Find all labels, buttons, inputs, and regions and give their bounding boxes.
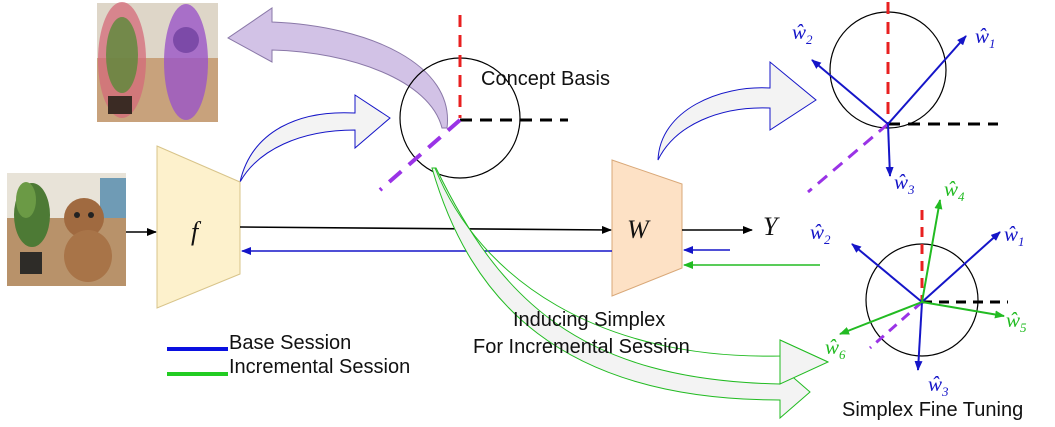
vector-label-bottom-w6: ŵ6 [825, 335, 846, 363]
segmented-photo [97, 2, 218, 122]
classifier-label: W [627, 215, 649, 244]
concept-basis-label: Concept Basis [481, 68, 610, 90]
inducing-label-line2: For Incremental Session [473, 336, 690, 358]
simplex-circle-top [807, 2, 998, 194]
encoder-f [156, 145, 241, 309]
green-inducing-arrow-upper [434, 167, 829, 363]
input-photo [7, 173, 126, 286]
legend-base-label: Base Session [229, 332, 352, 354]
simplex-fine-tuning-label: Simplex Fine Tuning [842, 399, 1024, 421]
vector-label-bottom-w1: ŵ1 [1004, 222, 1025, 250]
vector-label-top-w2: ŵ2 [792, 20, 813, 48]
vector-label-bottom-w4: ŵ4 [944, 177, 965, 205]
green-inducing-arrow [431, 167, 811, 420]
inducing-label-line1: Inducing Simplex [513, 309, 666, 331]
vector-label-bottom-w2: ŵ2 [810, 220, 831, 248]
vector-label-top-w3: ŵ3 [894, 170, 915, 198]
legend-incremental-label: Incremental Session [229, 356, 411, 378]
simplex-circle-bottom [839, 199, 1008, 371]
purple-concept-arrow [227, 7, 448, 129]
vector-label-bottom-w3: ŵ3 [928, 372, 949, 400]
vector-label-bottom-w5: ŵ5 [1006, 308, 1027, 336]
encoder-to-concept-arrow [239, 94, 391, 183]
classifier-to-simplex-arrow [657, 60, 817, 161]
green-inducing-arrow-head [779, 339, 830, 385]
forward-arrow [239, 225, 612, 234]
concept-basis-circle [378, 15, 568, 192]
encoder-label: f [191, 217, 199, 246]
output-label: Y [763, 212, 778, 241]
vector-label-top-w1: ŵ1 [975, 24, 996, 52]
